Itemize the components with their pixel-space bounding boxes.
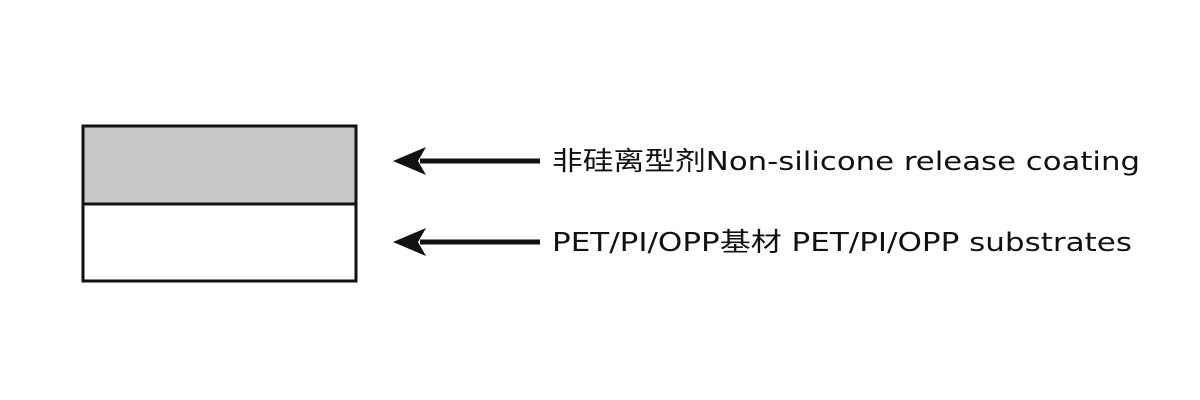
layer-stack (81, 124, 358, 283)
arrow-head (393, 147, 426, 175)
release-coating-label: 非硅离型剂Non-silicone release coating (552, 147, 1140, 177)
substrate-layer (81, 202, 358, 283)
release-coating-arrow (393, 147, 540, 175)
substrate-label: PET/PI/OPP基材 PET/PI/OPP substrates (552, 228, 1132, 258)
substrate-arrow (393, 228, 540, 256)
release-coating-layer (81, 124, 358, 206)
arrow-head (393, 228, 426, 256)
